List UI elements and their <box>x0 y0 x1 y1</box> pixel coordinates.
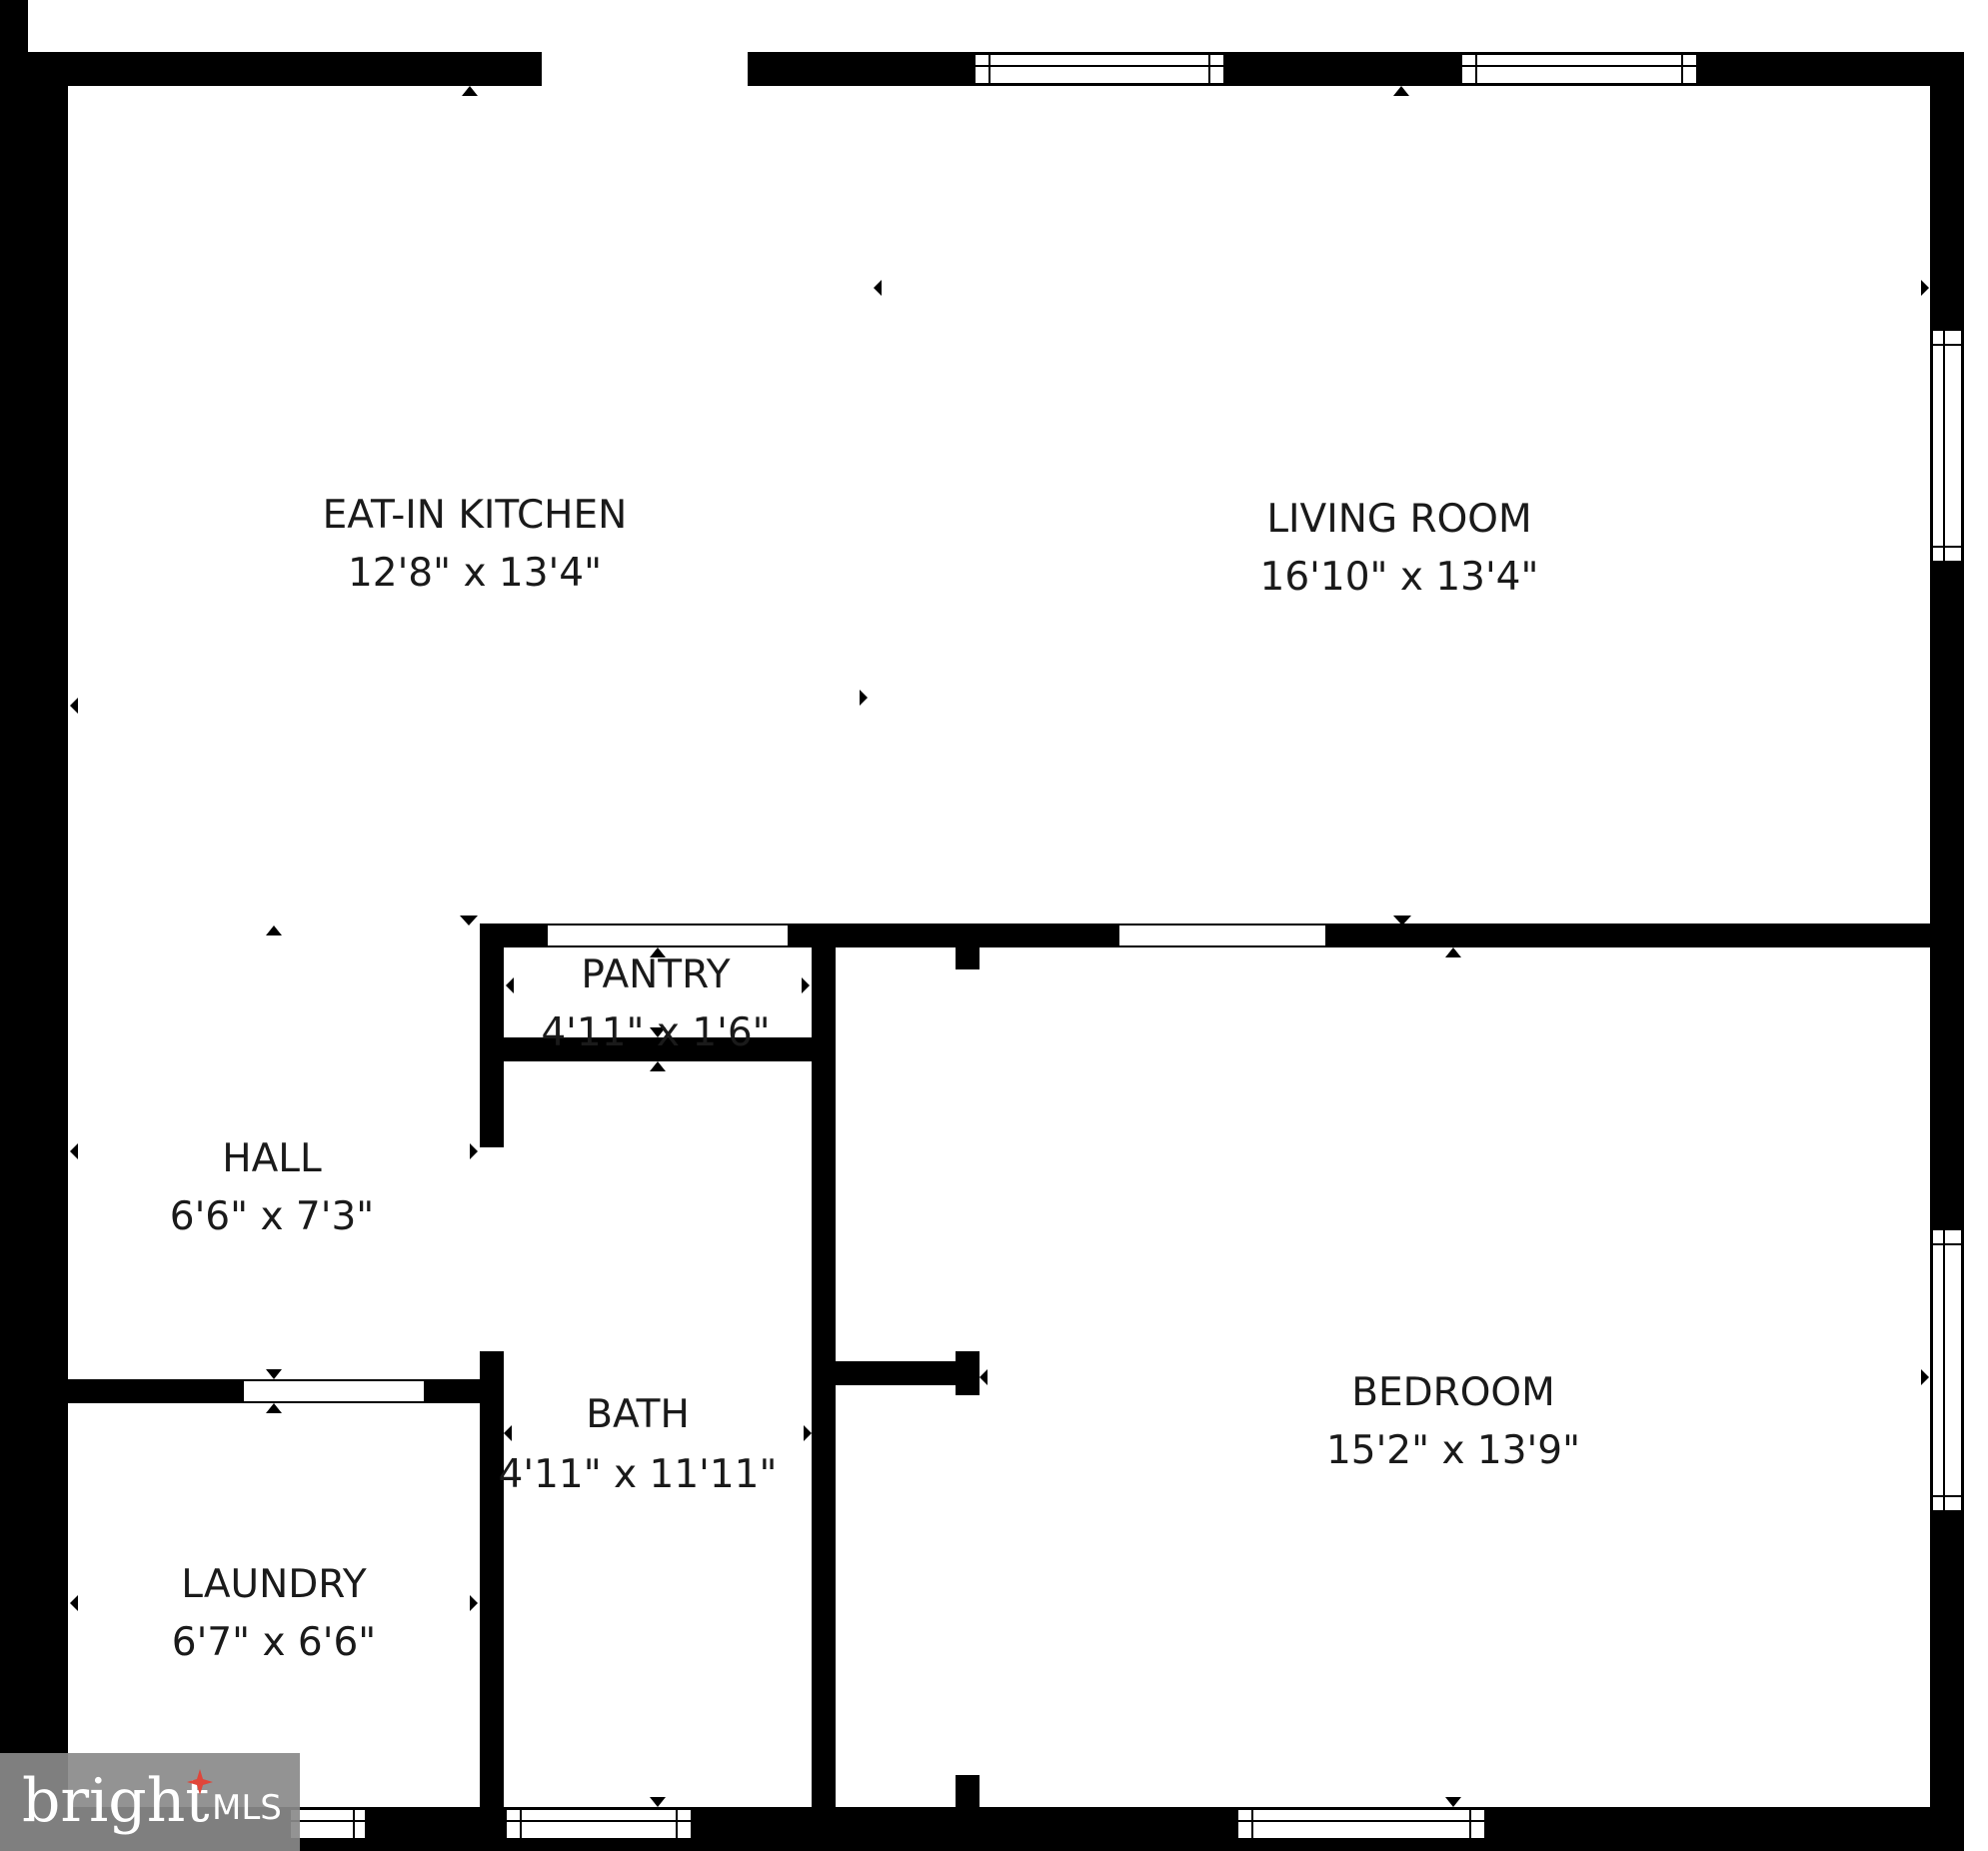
marker-bedroom-bottom <box>1445 1797 1461 1807</box>
marker-bedroom-top <box>1445 947 1461 957</box>
marker-kitchen-left <box>70 698 78 714</box>
room-dims: 12'8" x 13'4" <box>348 551 602 596</box>
room-label-pantry: PANTRY 4'11" x 1'6" <box>541 952 770 1055</box>
left-edge-strip <box>0 0 28 52</box>
marker-laundry-top <box>266 1403 282 1413</box>
marker-living-left <box>874 280 882 296</box>
marker-laundry-right <box>470 1595 478 1611</box>
room-name: BATH <box>586 1392 690 1437</box>
logo-brand: bright <box>22 1766 209 1836</box>
marker-bath-bottom <box>650 1797 666 1807</box>
windows <box>289 53 1963 1840</box>
marker-pantry-bottom <box>650 1027 666 1037</box>
logo-spark-icon <box>187 1769 213 1795</box>
marker-bath-top <box>650 1061 666 1071</box>
wall-bath-west-lower <box>480 1351 504 1827</box>
closet-door-upper[interactable] <box>958 971 978 1349</box>
window-east-1 <box>1931 329 1963 563</box>
room-name: HALL <box>222 1136 322 1181</box>
marker-hall-bottom <box>266 1369 282 1379</box>
marker-living-top <box>1393 86 1409 96</box>
marker-living-right <box>1921 280 1929 296</box>
marker-kitchen-top <box>462 86 478 96</box>
wall-east <box>1930 52 1964 1851</box>
room-label-bedroom: BEDROOM 15'2" x 13'9" <box>1326 1370 1580 1473</box>
room-dims: 6'7" x 6'6" <box>172 1620 376 1665</box>
room-dims: 6'6" x 7'3" <box>170 1194 374 1239</box>
wall-closet-east-top <box>956 924 980 969</box>
marker-laundry-left <box>70 1595 78 1611</box>
bright-mls-logo: bright MLS <box>0 1753 300 1851</box>
room-label-living-room: LIVING ROOM 16'10" x 13'4" <box>1260 497 1539 600</box>
marker-hall-left <box>70 1143 78 1159</box>
window-north-1 <box>974 53 1225 85</box>
door-openings <box>244 52 1325 1773</box>
room-name: LIVING ROOM <box>1266 497 1531 542</box>
top-margin-strip <box>0 0 1988 52</box>
room-label-eat-in-kitchen: EAT-IN KITCHEN 12'8" x 13'4" <box>323 493 628 596</box>
wall-west <box>0 52 68 1851</box>
room-dims: 16'10" x 13'4" <box>1260 555 1539 600</box>
room-name: LAUNDRY <box>181 1562 367 1607</box>
room-name: EAT-IN KITCHEN <box>323 493 628 538</box>
marker-hall-top <box>266 926 282 935</box>
window-east-2 <box>1931 1228 1963 1512</box>
door-north-kitchen[interactable] <box>542 52 748 86</box>
logo-background <box>0 1753 300 1851</box>
room-label-hall: HALL 6'6" x 7'3" <box>170 1136 374 1239</box>
wall-closet-east-bottom <box>956 1775 980 1827</box>
window-south-3 <box>1236 1808 1486 1840</box>
door-pantry[interactable] <box>548 926 788 945</box>
logo-suffix: MLS <box>212 1788 282 1828</box>
window-south-1 <box>289 1808 367 1840</box>
marker-kitchen-right <box>860 690 868 706</box>
marker-pantry-right <box>802 977 810 993</box>
marker-pantry-top <box>650 947 666 957</box>
dimension-markers <box>70 86 1929 1807</box>
marker-kitchen-bottom <box>460 916 478 926</box>
marker-bedroom-right <box>1921 1369 1929 1385</box>
marker-pantry-left <box>506 977 514 993</box>
room-dims: 4'11" x 11'11" <box>499 1452 778 1497</box>
closet-door-lower[interactable] <box>958 1397 978 1773</box>
marker-living-bottom <box>1393 916 1411 926</box>
room-name: BEDROOM <box>1351 1370 1555 1415</box>
wall-pantry-west <box>480 924 504 1147</box>
wall-closet-divider <box>812 1361 980 1385</box>
window-north-2 <box>1460 53 1698 85</box>
marker-bath-right <box>804 1425 812 1441</box>
room-name: PANTRY <box>581 952 730 997</box>
door-laundry[interactable] <box>244 1381 424 1401</box>
door-bedroom[interactable] <box>1119 926 1325 945</box>
interior-walls <box>68 924 1930 1827</box>
door-bath[interactable] <box>482 1149 502 1349</box>
marker-bedroom-left <box>980 1369 988 1385</box>
wall-pantry-south <box>480 1037 832 1061</box>
room-dims: 15'2" x 13'9" <box>1326 1428 1580 1473</box>
marker-bath-left <box>504 1425 512 1441</box>
room-label-laundry: LAUNDRY 6'7" x 6'6" <box>172 1562 376 1665</box>
window-south-2 <box>505 1808 693 1840</box>
marker-hall-right <box>470 1143 478 1159</box>
room-dims: 4'11" x 1'6" <box>541 1010 770 1055</box>
room-label-bath: BATH 4'11" x 11'11" <box>499 1392 778 1497</box>
